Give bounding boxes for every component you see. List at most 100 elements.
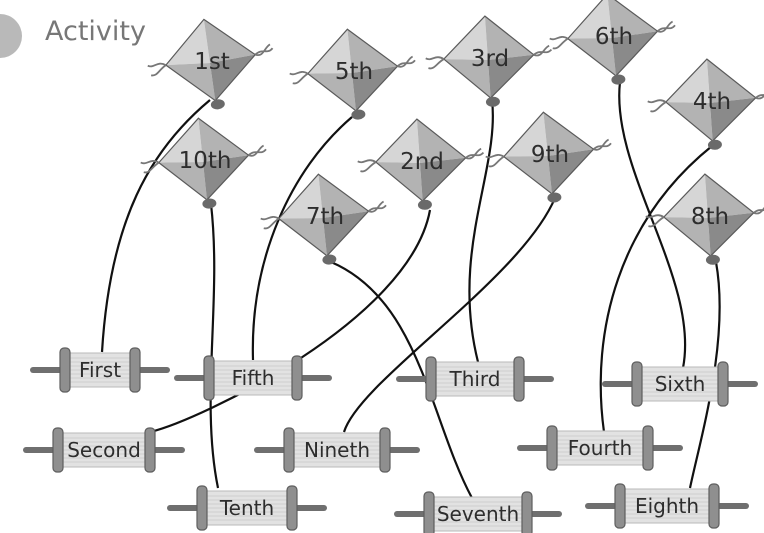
kite-string-k1: [100, 99, 211, 353]
kite-k1[interactable]: 1st: [142, 11, 279, 119]
spool-flange-right: [291, 355, 303, 401]
kite-ribbon-right-icon: [753, 202, 764, 215]
kite-panel: [543, 112, 594, 156]
spool-flange-right: [642, 425, 654, 471]
kite-panel: [548, 149, 594, 194]
kite-ribbon-left-icon: [549, 36, 569, 50]
kite-ribbon-left-icon: [485, 154, 505, 168]
kite-k10[interactable]: 10th: [137, 112, 272, 216]
kite-k9[interactable]: 9th: [482, 106, 617, 210]
kite-panel: [375, 119, 420, 163]
spool-tenth[interactable]: Tenth: [167, 485, 327, 531]
kite-panel: [612, 31, 658, 76]
spool-nineth[interactable]: Nineth: [254, 427, 420, 473]
spool-flange-left: [283, 427, 295, 473]
kite-ribbon-left-icon: [147, 62, 167, 77]
kite-knot-icon: [417, 199, 432, 210]
kite-ribbon-left-icon: [645, 214, 665, 228]
spool-label: Fifth: [232, 366, 275, 390]
kite-panel: [307, 29, 352, 74]
spool-flange-left: [196, 485, 208, 531]
kite-knot-icon: [210, 99, 225, 110]
spool-label: Seventh: [437, 502, 519, 526]
kite-label: 4th: [693, 89, 731, 115]
kite-panel: [416, 119, 466, 163]
kite-panel: [484, 16, 534, 60]
kite-k3[interactable]: 3rd: [423, 12, 555, 112]
kite-string-k7: [330, 260, 473, 499]
kite-string-k3: [468, 99, 494, 363]
kite-panel: [663, 174, 708, 218]
spool-label: Tenth: [219, 496, 274, 520]
kite-k7[interactable]: 7th: [257, 168, 392, 272]
kite-ribbon-right-icon: [656, 20, 676, 33]
spool-flange-left: [59, 347, 71, 393]
kite-ribbon-left-icon: [260, 216, 280, 230]
spool-flange-right: [379, 427, 391, 473]
kite-k5[interactable]: 5th: [286, 23, 421, 127]
spool-third[interactable]: Third: [396, 356, 554, 402]
kite-ribbon-left-icon: [289, 71, 309, 85]
kite-knot-icon: [202, 198, 217, 209]
kite-label: 5th: [335, 59, 373, 85]
activity-badge-icon: [0, 14, 22, 58]
kite-panel: [607, 0, 658, 38]
kite-panel: [567, 0, 612, 39]
kite-knot-icon: [705, 254, 720, 265]
kite-knot-icon: [707, 139, 722, 150]
kite-panel: [665, 59, 710, 103]
spool-label: Nineth: [304, 438, 370, 462]
kite-k6[interactable]: 6th: [546, 0, 681, 91]
spool-flange-left: [52, 427, 64, 473]
spool-label: Third: [448, 367, 500, 391]
kite-ribbon-right-icon: [254, 43, 274, 57]
page-title: Activity: [45, 16, 146, 47]
kite-ribbon-right-icon: [396, 55, 416, 68]
kite-label: 3rd: [471, 46, 509, 72]
kite-ribbon-left-icon: [647, 99, 667, 113]
spool-sixth[interactable]: Sixth: [602, 361, 758, 407]
spool-flange-left: [425, 356, 437, 402]
kite-knot-icon: [547, 192, 562, 203]
spool-first[interactable]: First: [30, 347, 170, 393]
kite-string-k4: [599, 145, 713, 433]
kite-label: 8th: [691, 204, 729, 230]
kite-panel: [706, 59, 756, 103]
kite-label: 10th: [179, 148, 232, 174]
spool-eighth[interactable]: Eighth: [585, 483, 749, 529]
spool-flange-right: [144, 427, 156, 473]
kite-string-k5: [251, 116, 353, 361]
spool-flange-left: [546, 425, 558, 471]
kite-panel: [352, 66, 398, 111]
kite-label: 6th: [595, 24, 633, 50]
kite-ribbon-right-icon: [533, 44, 553, 57]
kite-knot-icon: [351, 109, 366, 120]
kite-ribbon-right-icon: [367, 200, 387, 213]
kite-string-k9: [342, 197, 557, 433]
kite-string-k10: [209, 203, 220, 489]
spool-fourth[interactable]: Fourth: [517, 425, 683, 471]
spool-second[interactable]: Second: [23, 427, 185, 473]
spool-label: Sixth: [655, 372, 706, 396]
spool-seventh[interactable]: Seventh: [394, 491, 562, 533]
kite-k8[interactable]: 8th: [643, 170, 764, 270]
kite-ribbon-left-icon: [357, 159, 377, 173]
kite-ribbon-right-icon: [592, 138, 612, 151]
kite-k4[interactable]: 4th: [645, 55, 764, 155]
kite-panel: [203, 155, 249, 200]
kite-panel: [198, 118, 249, 162]
kite-panel: [165, 19, 210, 66]
kite-panel: [158, 118, 203, 163]
spool-flange-left: [631, 361, 643, 407]
kite-panel: [323, 211, 369, 256]
spool-flange-right: [129, 347, 141, 393]
spool-fifth[interactable]: Fifth: [174, 355, 332, 401]
spool-flange-right: [708, 483, 720, 529]
kite-panel: [210, 54, 256, 101]
kite-string-k2: [149, 209, 432, 434]
kite-ribbon-right-icon: [755, 87, 764, 100]
kite-k2[interactable]: 2nd: [355, 115, 487, 215]
